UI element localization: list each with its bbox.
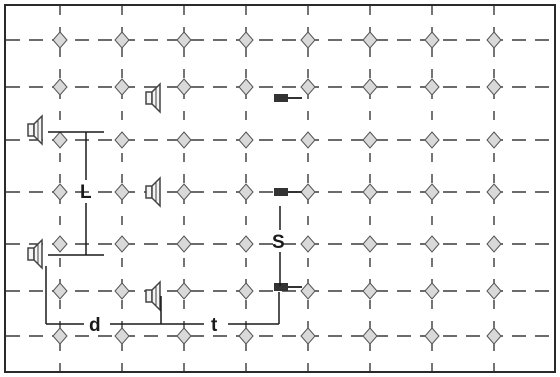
speaker-icon: [27, 238, 43, 270]
grid-node: [362, 235, 378, 253]
grid-node: [424, 183, 440, 201]
receiver-icon: [274, 188, 302, 196]
grid-node: [238, 183, 254, 201]
grid-node: [486, 183, 502, 201]
grid-node: [114, 282, 130, 300]
speaker-icon: [145, 176, 161, 208]
grid-node: [362, 327, 378, 345]
receiver-icon: [274, 283, 302, 291]
grid-node: [176, 78, 192, 96]
grid-node: [114, 131, 130, 149]
grid-node: [114, 235, 130, 253]
label-L: L: [80, 182, 92, 203]
grid-node: [176, 183, 192, 201]
grid-node: [424, 78, 440, 96]
dimension-L: L: [48, 131, 104, 256]
grid-node: [362, 282, 378, 300]
grid-node: [238, 327, 254, 345]
speaker-icon: [145, 280, 161, 312]
grid-node: [300, 131, 316, 149]
grid-node: [486, 327, 502, 345]
label-S: S: [272, 232, 285, 253]
dimension-S: S: [272, 206, 285, 286]
dimension-d-t: d t: [45, 266, 280, 336]
grid-node: [362, 131, 378, 149]
grid-node: [300, 282, 316, 300]
grid-node: [300, 235, 316, 253]
speakers: [27, 82, 161, 312]
grid-node: [52, 282, 68, 300]
grid-node: [486, 31, 502, 49]
grid-node: [114, 183, 130, 201]
grid-node: [114, 78, 130, 96]
grid-node: [52, 131, 68, 149]
grid-node: [52, 78, 68, 96]
grid-node: [238, 282, 254, 300]
grid-node: [486, 78, 502, 96]
grid-node: [486, 131, 502, 149]
grid-node: [52, 327, 68, 345]
grid-node: [52, 235, 68, 253]
grid-node: [114, 327, 130, 345]
grid-node: [486, 282, 502, 300]
grid-node: [424, 327, 440, 345]
grid-node: [424, 235, 440, 253]
speaker-icon: [145, 82, 161, 114]
receivers: [274, 94, 302, 291]
grid-node: [52, 183, 68, 201]
grid-node: [362, 183, 378, 201]
grid-node: [176, 31, 192, 49]
grid-node: [176, 327, 192, 345]
label-t: t: [211, 315, 218, 336]
diagram-frame: [4, 4, 556, 373]
grid-node: [300, 327, 316, 345]
grid-node: [362, 78, 378, 96]
grid-node: [362, 31, 378, 49]
grid-node: [52, 31, 68, 49]
grid-nodes: [52, 31, 502, 345]
grid-node: [300, 78, 316, 96]
grid-node: [176, 131, 192, 149]
speaker-icon: [27, 114, 43, 146]
grid-node: [424, 31, 440, 49]
grid-node: [176, 282, 192, 300]
receiver-icon: [274, 94, 302, 102]
grid-node: [424, 282, 440, 300]
grid-node: [238, 31, 254, 49]
grid-node: [238, 131, 254, 149]
grid-node: [424, 131, 440, 149]
grid-node: [300, 31, 316, 49]
grid-node: [238, 235, 254, 253]
grid-node: [238, 78, 254, 96]
grid-node: [300, 183, 316, 201]
label-d: d: [89, 315, 101, 336]
grid-node: [486, 235, 502, 253]
grid-node: [114, 31, 130, 49]
grid-node: [176, 235, 192, 253]
